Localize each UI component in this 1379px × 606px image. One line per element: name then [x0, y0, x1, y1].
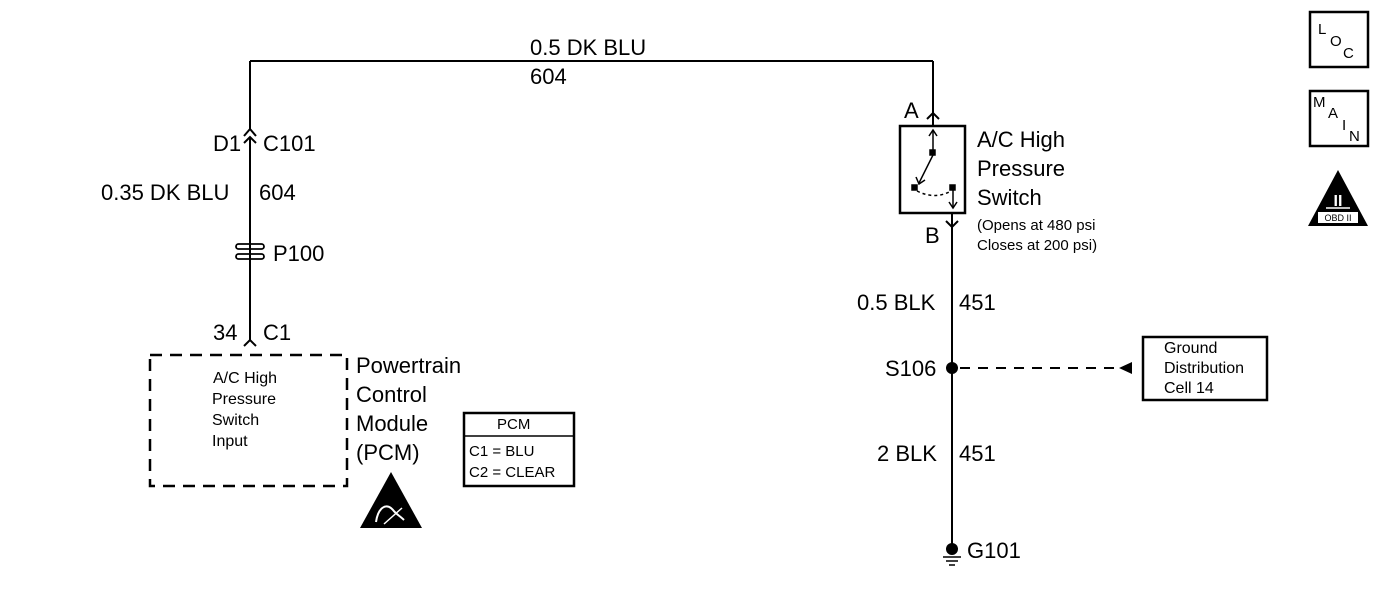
svg-text:I: I	[1342, 117, 1346, 134]
left-wire-gauge-color: 0.35 DK BLU	[101, 180, 230, 205]
pcm-input-line-1: A/C High	[213, 370, 278, 387]
svg-text:II: II	[1334, 193, 1343, 210]
pcm-connector-pin: 34	[213, 320, 238, 345]
switch-terminal-b: B	[925, 223, 940, 248]
pcm-legend-box	[462, 411, 576, 488]
right-wire1-circuit: 451	[959, 290, 996, 315]
ground-ref-line-3: Cell 14	[1164, 380, 1214, 397]
pcm-input-line-3: Switch	[212, 412, 260, 429]
ground-ref-line-2: Distribution	[1164, 360, 1245, 377]
splice-s106-label: S106	[885, 356, 937, 381]
passthrough-p100-symbol	[235, 243, 265, 260]
obd-ii-icon: II OBD II	[1308, 170, 1368, 226]
top-wire-gauge-color: 0.5 DK BLU	[530, 35, 647, 60]
svg-text:C: C	[1343, 45, 1354, 62]
esd-warning-icon	[360, 472, 422, 528]
switch-name-line-1: A/C High	[977, 127, 1066, 152]
connector-c101-pin: D1	[213, 131, 242, 156]
pcm-legend-row-1: C1 = BLU	[469, 443, 535, 460]
connector-c101-id: C101	[263, 131, 316, 156]
switch-name-line-2: Pressure	[977, 156, 1066, 181]
loc-icon: L O C	[1308, 10, 1370, 69]
passthrough-p100-label: P100	[273, 241, 325, 266]
pcm-input-line-4: Input	[212, 433, 248, 450]
pcm-name-line-4: (PCM)	[356, 440, 420, 465]
svg-text:A: A	[1328, 105, 1338, 122]
switch-spec-line-1: (Opens at 480 psi	[977, 217, 1096, 234]
switch-terminal-a: A	[904, 98, 919, 123]
svg-text:N: N	[1349, 128, 1360, 145]
main-icon: M A I N	[1308, 89, 1370, 148]
right-wire2-circuit: 451	[959, 441, 996, 466]
switch-contact-symbol	[911, 128, 958, 210]
top-wire-circuit: 604	[530, 64, 567, 89]
switch-name-line-3: Switch	[977, 185, 1042, 210]
right-wire2-gauge-color: 2 BLK	[877, 441, 937, 466]
left-wire-circuit: 604	[259, 180, 296, 205]
pcm-legend-header: PCM	[497, 416, 531, 433]
svg-text:M: M	[1313, 94, 1326, 111]
pcm-legend-row-2: C2 = CLEAR	[469, 464, 556, 481]
ground-symbol	[943, 556, 961, 566]
pcm-name-line-2: Control	[356, 382, 427, 407]
ground-ref-line-1: Ground	[1164, 340, 1218, 357]
switch-spec-line-2: Closes at 200 psi)	[977, 237, 1098, 254]
pcm-connector-id: C1	[263, 320, 292, 345]
pcm-name-line-1: Powertrain	[356, 353, 462, 378]
splice-s106-dot	[946, 362, 958, 374]
ground-distribution-box	[1141, 335, 1269, 402]
pcm-input-line-2: Pressure	[212, 391, 277, 408]
right-wire1-gauge-color: 0.5 BLK	[857, 290, 936, 315]
ground-g101-label: G101	[967, 538, 1021, 563]
connector-c1-symbol	[243, 338, 257, 347]
svg-text:OBD II: OBD II	[1324, 213, 1351, 223]
ground-ref-arrow	[1119, 362, 1132, 374]
ground-g101-dot	[946, 543, 958, 555]
pcm-module-box	[148, 353, 349, 488]
svg-text:L: L	[1318, 21, 1326, 38]
pcm-name-line-3: Module	[356, 411, 429, 436]
svg-text:O: O	[1330, 33, 1342, 50]
